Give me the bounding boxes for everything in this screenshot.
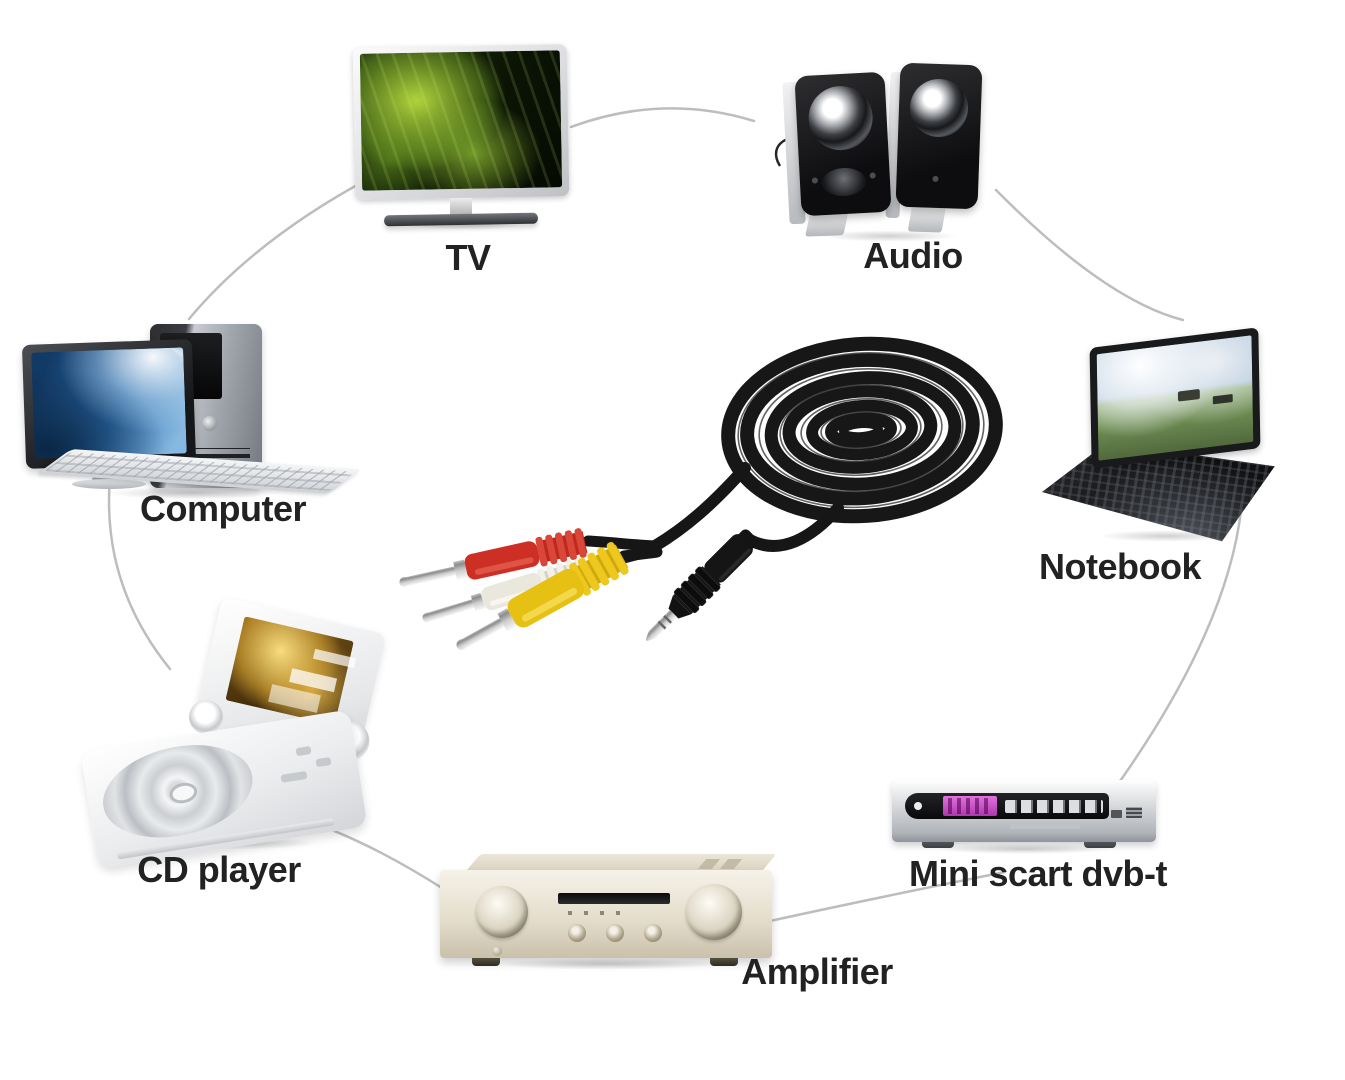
audio-speakers-image [774,48,1008,248]
computer-label: Computer [140,488,307,529]
arc-cdplayer-computer [107,466,172,671]
amplifier-label: Amplifier [741,951,893,992]
arc-tv-audio [569,107,756,129]
mini-scart-dvbt-image [880,772,1180,868]
amplifier-input-knob [476,886,528,938]
amplifier-foot [710,958,738,966]
mini-scart-front-panel [905,793,1109,819]
amplifier-treble-knob [644,924,662,942]
amplifier-image [432,848,792,978]
monitor-stand-base [72,479,146,489]
front-detail [1111,810,1122,818]
mini-scart-label: Mini scart dvb-t [908,853,1168,894]
amplifier-front-panel [440,870,772,958]
tv-stand-neck [450,198,472,215]
amplifier-foot [472,958,500,966]
notebook-label: Notebook [1039,546,1202,587]
notebook-image [1042,327,1287,550]
mini-scart-foot [922,840,954,848]
arc-audio-notebook [994,188,1185,322]
jack-3-5mm-plug [645,529,758,642]
led-display [943,796,997,816]
amplifier-volume-knob [686,884,742,940]
card-slot [1126,807,1142,818]
rca-red-plug [399,528,588,588]
arc-computer-tv [187,177,370,321]
tv-label: TV [445,237,491,278]
amplifier-shadow [452,956,762,972]
amplifier-indicator-dots [568,911,632,915]
mini-scart-foot [1084,840,1116,848]
brand-text-area [1010,824,1080,829]
cd-player-label: CD player [137,849,301,890]
arc-miniscart-amplifier [768,870,1007,923]
front-buttons [1005,799,1103,813]
cable-coil [721,336,1003,524]
amplifier-power-button [492,946,502,956]
mini-scart-body [892,780,1156,842]
tv-image [348,40,576,240]
amplifier-bass-knob [568,924,586,942]
power-led [914,802,922,810]
computer-image [12,316,372,511]
power-button [202,416,217,431]
amplifier-display-slot [558,893,670,904]
audio-label: Audio [863,235,963,276]
rca-yellow-plug [456,541,629,651]
amplifier-mid-knob [606,924,624,942]
cd-player-image [80,596,388,869]
cable-tails [582,462,844,573]
